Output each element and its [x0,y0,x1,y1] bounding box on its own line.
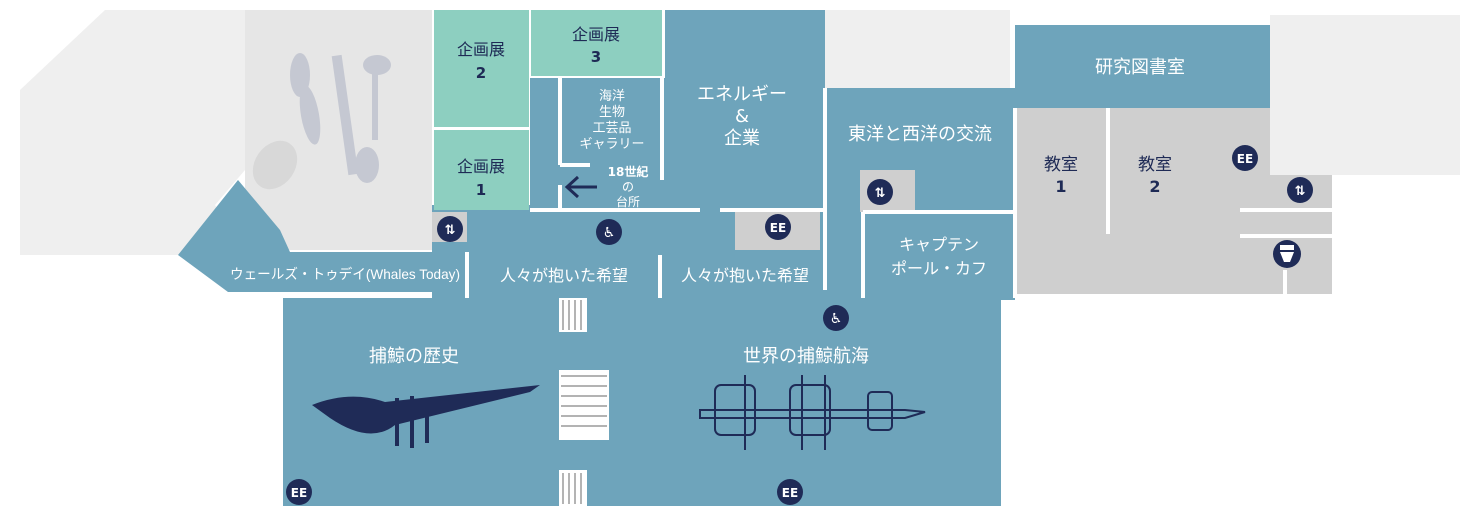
special-exhibit-2-number: 2 [476,64,486,82]
svg-text:EE: EE [770,221,786,235]
emergency-exit-icon: EE [765,214,791,240]
energy-label-2: & [735,106,749,127]
emergency-exit-icon: EE [777,479,803,505]
walls [465,78,1332,298]
captain-label-2: ポール・カフ [891,259,987,278]
classroom-1-number: 1 [1055,177,1066,196]
marine-gallery-label-1: 海洋 [599,89,625,104]
energy-gallery[interactable] [665,10,825,215]
kitchen-label-2: の [622,180,634,194]
svg-text:EE: EE [782,486,798,500]
classroom-2[interactable] [1110,108,1200,234]
arrow-left-icon [564,175,597,199]
classroom-2-title: 教室 [1138,155,1172,175]
wheelchair-icon: ♿ [823,305,849,331]
special-exhibit-3-number: 3 [591,48,601,66]
outer-corridor-left [20,10,250,255]
marine-gallery-label-2: 生物 [599,105,625,120]
spiral-stair [252,140,298,190]
wheelchair-icon: ♿ [596,219,622,245]
hopes-label-2: 人々が抱いた希望 [681,266,809,285]
restroom-icon [1273,240,1301,268]
special-exhibit-3-title: 企画展 [572,25,620,44]
svg-text:⇅: ⇅ [875,186,886,201]
stair-treads [561,300,607,504]
energy-label-3: 企業 [724,128,760,149]
classroom-2-number: 2 [1149,177,1160,196]
svg-text:♿: ♿ [603,225,616,241]
captain-label-1: キャプテン [899,235,979,254]
elevator-icon: ⇅ [437,216,463,242]
special-exhibit-3[interactable] [531,10,662,76]
whale-skeleton-illustration [290,53,391,183]
whales-today-label: ウェールズ・トゥデイ(Whales Today) [230,266,460,282]
library[interactable] [1015,25,1270,108]
special-exhibit-1-number: 1 [476,181,486,199]
emergency-exit-icon: EE [1232,145,1258,171]
svg-text:EE: EE [291,486,307,500]
whales-today-gallery[interactable] [178,180,465,292]
upper-open-area [825,10,1010,88]
elevator-icon: ⇅ [867,179,893,205]
library-label: 研究図書室 [1095,57,1185,78]
east-west-gallery[interactable] [825,88,1015,300]
kitchen-label-3: 台所 [616,194,640,209]
special-exhibit-2[interactable] [434,10,529,127]
whaling-history-label: 捕鯨の歴史 [369,346,459,367]
special-exhibit-1-title: 企画展 [457,157,505,176]
svg-text:⇅: ⇅ [1295,184,1306,199]
outer-area-right [1270,15,1460,175]
elevator-icon: ⇅ [1287,177,1313,203]
svg-text:EE: EE [1237,152,1253,166]
svg-text:♿: ♿ [830,311,843,327]
energy-label-1: エネルギー [697,84,787,105]
marine-gallery-label-4: ギャラリー [579,137,644,152]
world-voyages-label: 世界の捕鯨航海 [743,346,869,367]
marine-corridor [530,78,665,213]
svg-text:⇅: ⇅ [445,223,456,238]
east-west-label: 東洋と西洋の交流 [848,124,992,145]
classroom-1-title: 教室 [1044,155,1078,175]
whaling-ship-illustration [699,375,926,450]
special-exhibit-2-title: 企画展 [457,40,505,59]
classroom-1[interactable] [1015,108,1108,234]
emergency-exit-icon: EE [286,479,312,505]
marine-gallery-label-3: 工芸品 [592,120,631,136]
special-exhibit-1[interactable] [434,130,529,210]
sperm-whale-skeleton-illustration [312,385,540,448]
kitchen-label-1: 18世紀 [608,164,649,179]
world-voyages-gallery[interactable] [559,298,1001,506]
hopes-label-1: 人々が抱いた希望 [500,266,628,285]
